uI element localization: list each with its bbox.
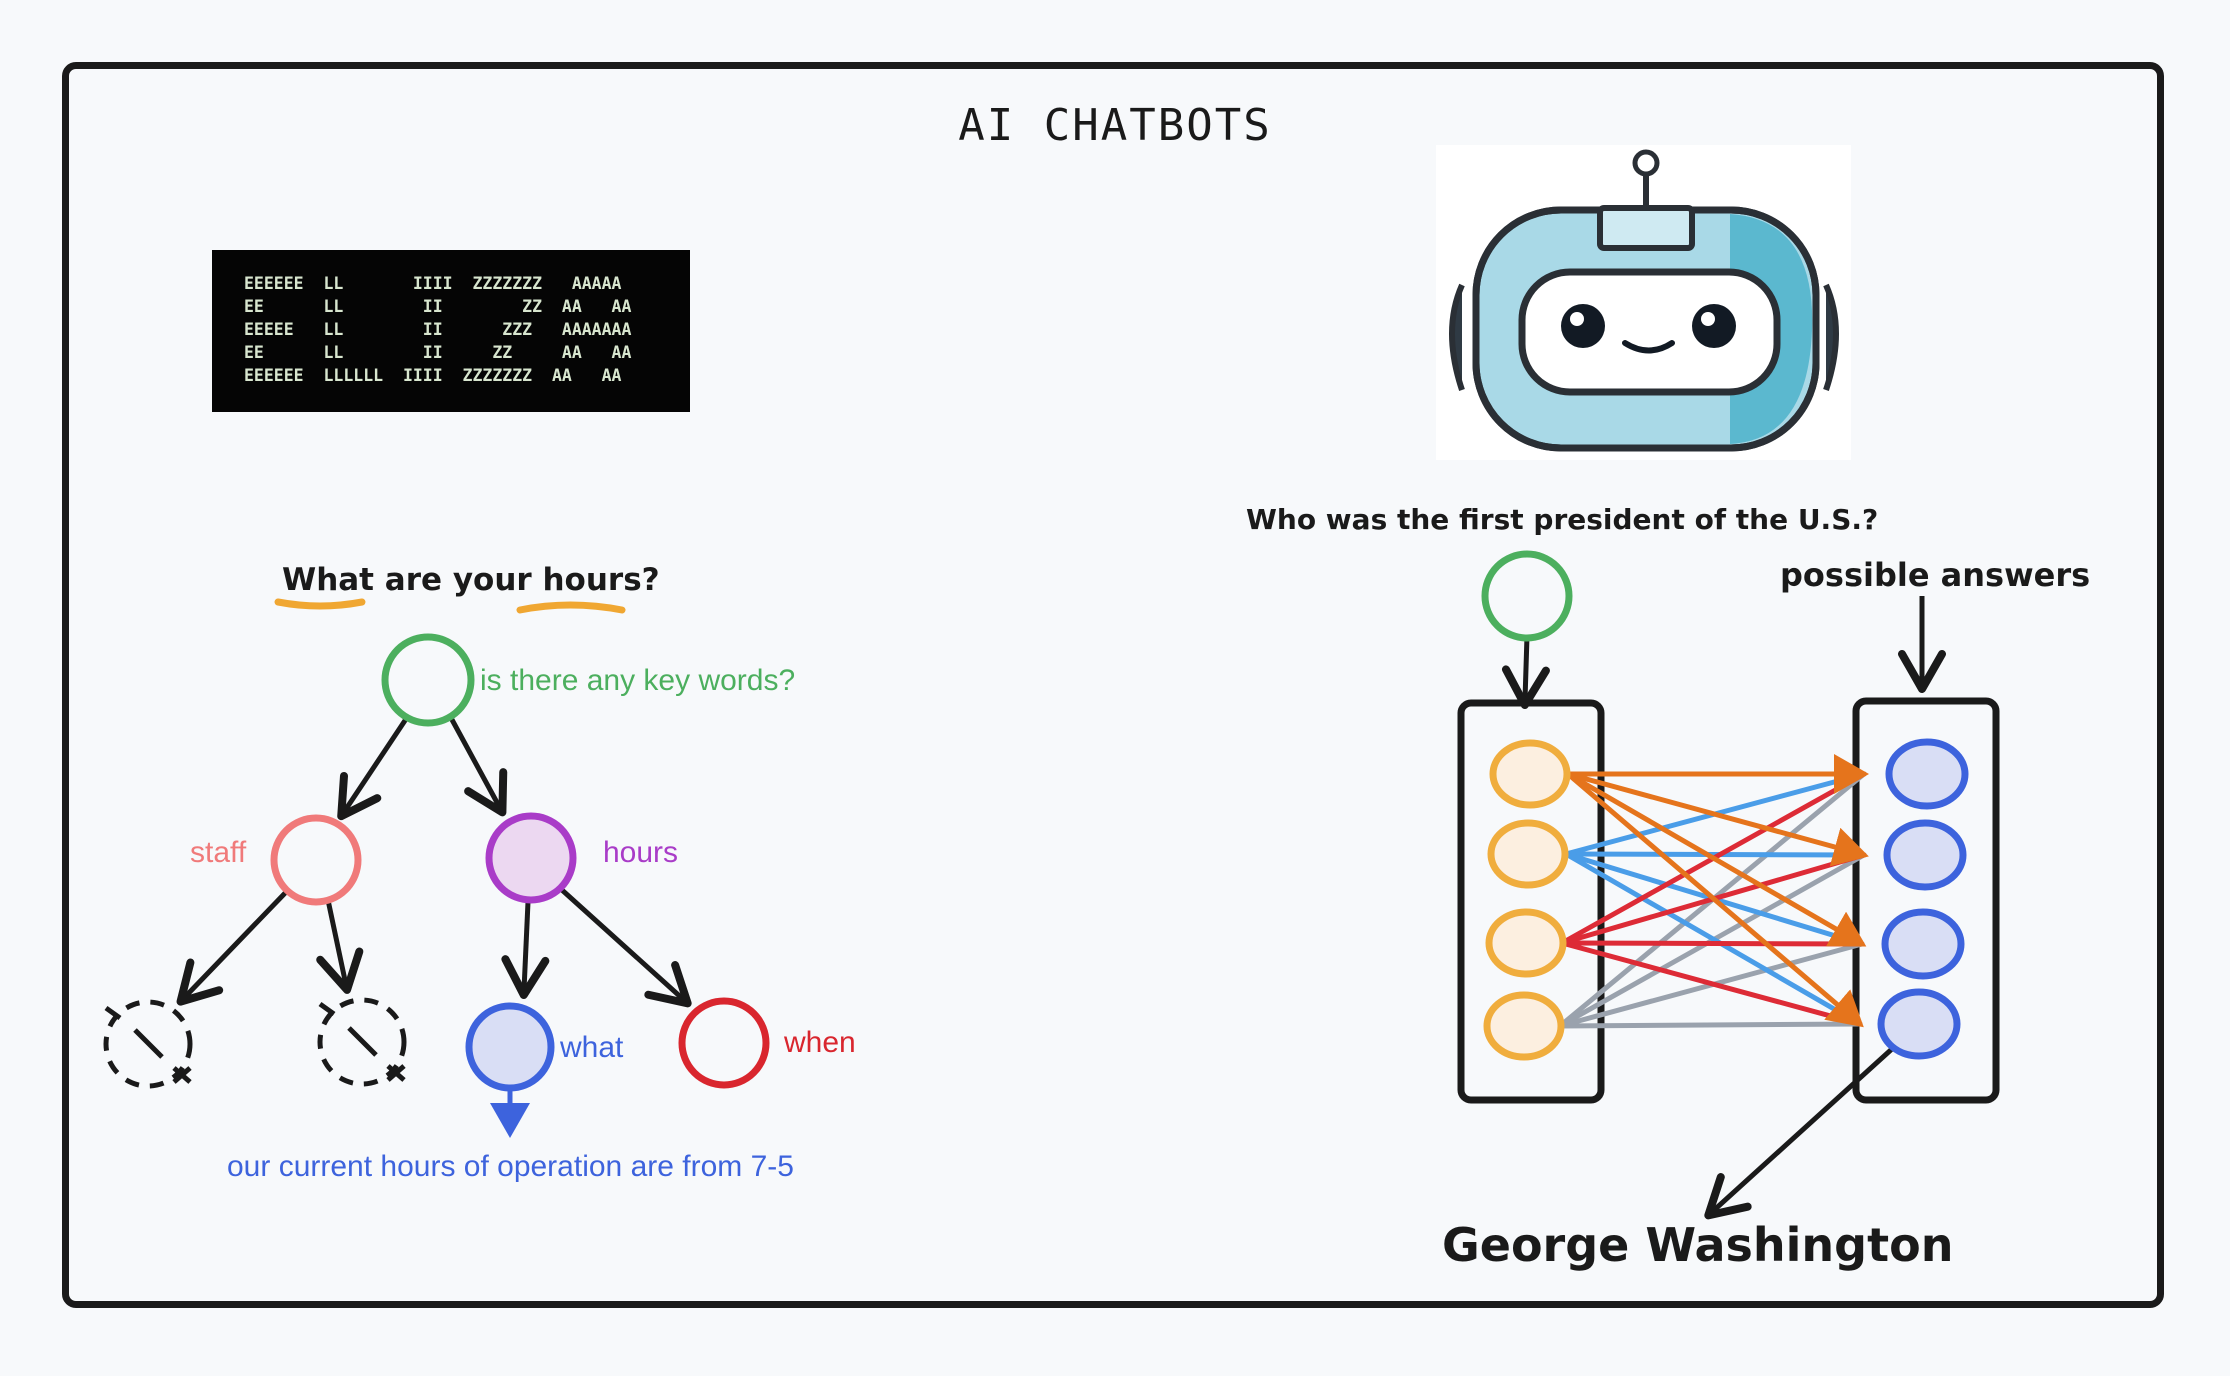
staff-node [270,814,362,906]
eliza-terminal-banner: EEEEEE LL IIII ZZZZZZZ AAAAA EE LL II ZZ… [212,250,690,412]
robot-icon [1449,149,1839,452]
hours-node-label: hours [603,836,679,869]
root-node-label: is there any key words? [480,664,796,697]
edge-staff-leaf2 [316,899,364,994]
network-connection [1557,1021,1863,1029]
edge-hours-what [501,901,550,999]
neural-network-diagram [1457,550,2000,1220]
what-node [465,1002,555,1092]
edge-hours-when [560,888,692,1008]
underline-hours [516,601,626,614]
whiteboard-frame [62,62,2164,1308]
output-neuron [1885,738,1969,810]
root-node [381,633,475,727]
eliza-ascii-art: EEEEEE LL IIII ZZZZZZZ AAAAA EE LL II ZZ… [244,274,632,385]
network-connection [1565,771,1869,867]
input-layer-box [1457,699,1605,1104]
what-node-label: what [560,1031,624,1064]
underline-what [274,598,366,610]
input-neuron [1487,819,1569,889]
edge-root-staff [337,714,411,821]
dead-end-node [103,999,193,1089]
network-connection [1563,851,1863,1027]
right-question: Who was the first president of the U.S.? [1246,503,1879,536]
question-node [1481,550,1573,642]
left-question: What are your hours? [282,562,660,598]
left-answer: our current hours of operation are from … [227,1150,794,1183]
possible-answers-label: possible answers [1780,556,2091,594]
input-neuron [1483,991,1565,1061]
input-neuron [1485,908,1567,978]
dead-end-node [317,997,407,1087]
staff-node-label: staff [190,836,247,869]
page-title: AI CHATBOTS [958,100,1272,151]
hours-node [485,812,577,904]
output-neuron [1883,819,1967,891]
edge-root-hours [447,714,508,817]
edge-staff-leaf1 [176,888,290,1006]
when-node [678,997,770,1089]
edge-output-answer [1704,1046,1895,1220]
network-connection [1565,771,1864,1028]
output-neuron [1881,908,1965,980]
right-answer: George Washington [1442,1218,1954,1272]
output-layer-box [1852,697,2000,1104]
when-node-label: when [784,1026,856,1059]
network-connection [1565,771,1867,947]
output-neuron [1877,988,1961,1060]
network-connection [1559,940,1865,947]
keyword-decision-tree [103,598,770,1138]
network-connection [1559,940,1863,1027]
network-connection [1563,851,1867,858]
network-connections [1557,754,1869,1029]
input-neuron [1489,739,1571,809]
edge-question-input [1501,635,1550,709]
